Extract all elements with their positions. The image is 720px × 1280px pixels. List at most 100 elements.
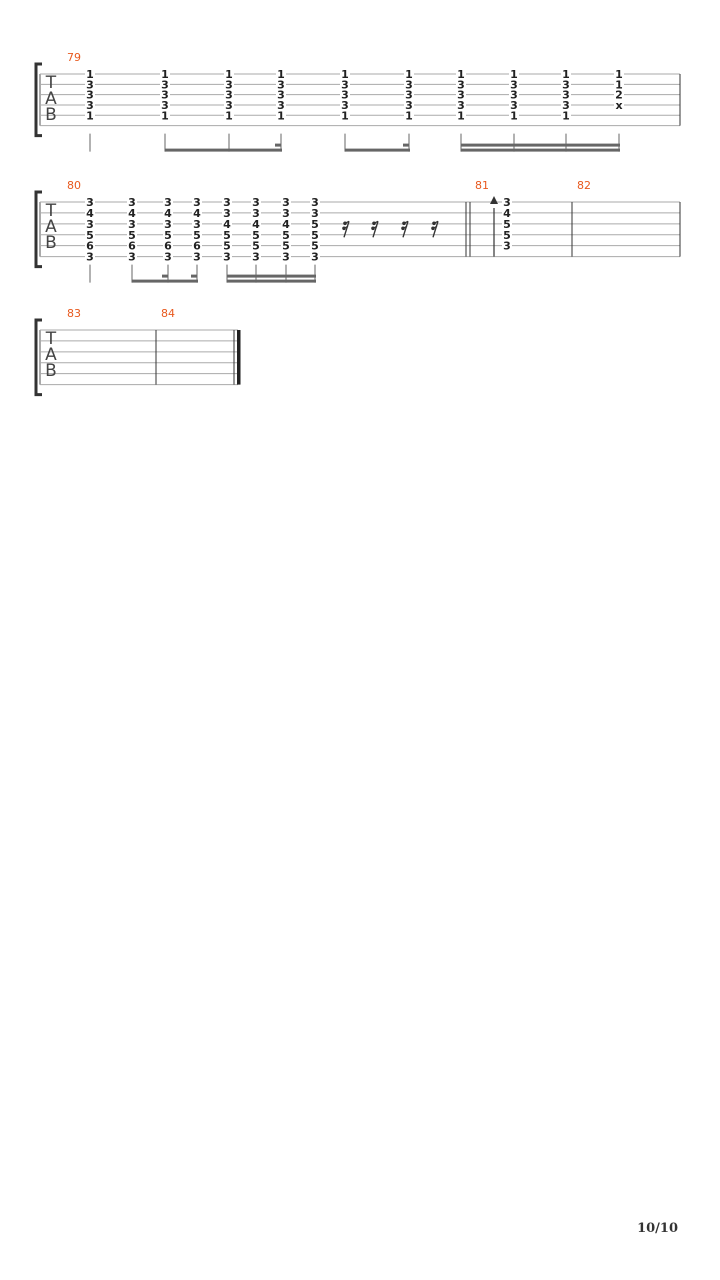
rest-flag-line <box>402 220 409 229</box>
fret-bg <box>222 229 232 240</box>
fret-number: 3 <box>405 78 413 91</box>
fret-bg <box>251 197 261 207</box>
fret-number: 3 <box>510 89 518 102</box>
fret-bg <box>160 99 170 110</box>
rest-stem <box>372 221 379 238</box>
fret-number: 3 <box>503 196 511 209</box>
fret-bg <box>251 207 261 218</box>
fret-bg <box>502 197 512 207</box>
fret-bg <box>502 229 512 240</box>
beam-primary <box>165 148 282 152</box>
fret-number: 3 <box>225 89 233 102</box>
tab-clef-letter: T <box>45 329 57 349</box>
fret-bg <box>404 99 414 110</box>
fret-bg <box>127 229 137 240</box>
fret-number: 3 <box>457 89 465 102</box>
fret-number: 3 <box>503 240 511 253</box>
fret-number: 3 <box>86 218 94 231</box>
fret-number: 1 <box>341 68 349 81</box>
fret-number: 1 <box>510 109 518 122</box>
fret-bg <box>222 197 232 207</box>
final-barline-thick <box>237 330 241 385</box>
fret-bg <box>160 89 170 100</box>
fret-number: 5 <box>128 229 136 242</box>
fret-number: 1 <box>341 109 349 122</box>
fret-bg <box>281 229 291 240</box>
fret-number: 5 <box>311 218 319 231</box>
tab-clef-letter: A <box>45 345 57 365</box>
fret-bg <box>224 110 234 121</box>
fret-number: 4 <box>86 207 94 220</box>
fret-bg <box>614 89 624 100</box>
system-bracket <box>34 190 42 269</box>
fret-bg <box>127 218 137 229</box>
fret-number: 3 <box>86 99 94 112</box>
tab-clef-letter: T <box>45 201 57 221</box>
fret-number: 5 <box>164 229 172 242</box>
fret-number: 3 <box>405 99 413 112</box>
beam-primary <box>227 279 316 283</box>
fret-number: 3 <box>282 196 290 209</box>
fret-number: 3 <box>193 251 201 264</box>
fret-bg <box>85 79 95 90</box>
fret-number: 3 <box>161 78 169 91</box>
fret-number: 3 <box>341 89 349 102</box>
beam-primary <box>461 148 620 152</box>
fret-bg <box>561 89 571 100</box>
system-bracket <box>34 62 42 138</box>
fret-bg <box>502 240 512 251</box>
fret-bg <box>251 218 261 229</box>
fret-bg <box>251 229 261 240</box>
fret-bg <box>281 240 291 251</box>
fret-number: 6 <box>86 240 94 253</box>
fret-number: 1 <box>615 68 623 81</box>
fret-number: 5 <box>86 229 94 242</box>
fret-number: 3 <box>252 207 260 220</box>
fret-number: 4 <box>164 207 172 220</box>
beam-primary <box>132 279 198 283</box>
fret-number: 3 <box>252 251 260 264</box>
fret-number: 1 <box>161 109 169 122</box>
fret-bg <box>281 251 291 262</box>
fret-bg <box>509 99 519 110</box>
fret-bg <box>456 69 466 79</box>
fret-number: 3 <box>282 251 290 264</box>
fret-number: 3 <box>562 78 570 91</box>
fret-bg <box>163 207 173 218</box>
fret-bg <box>340 79 350 90</box>
fret-bg <box>192 197 202 207</box>
fret-bg <box>340 69 350 79</box>
fret-number: 3 <box>225 99 233 112</box>
page-number: 10/10 <box>637 1221 678 1236</box>
fret-bg <box>192 229 202 240</box>
fret-bg <box>222 251 232 262</box>
fret-bg <box>404 79 414 90</box>
fret-bg <box>404 110 414 121</box>
fret-bg <box>509 89 519 100</box>
fret-number: 3 <box>164 196 172 209</box>
fret-bg <box>281 207 291 218</box>
fret-bg <box>222 218 232 229</box>
fret-bg <box>192 207 202 218</box>
fret-number: 4 <box>193 207 201 220</box>
fret-number: 1 <box>225 109 233 122</box>
fret-bg <box>404 89 414 100</box>
fret-number: 5 <box>311 229 319 242</box>
fret-number: 1 <box>86 109 94 122</box>
fret-number: 2 <box>615 89 623 102</box>
fret-number: 3 <box>86 251 94 264</box>
fret-number: 1 <box>615 78 623 91</box>
fret-number: 4 <box>223 218 231 231</box>
fret-number: 5 <box>252 240 260 253</box>
fret-bg <box>340 99 350 110</box>
beam-partial <box>162 274 168 278</box>
fret-bg <box>85 197 95 207</box>
fret-number: 3 <box>311 207 319 220</box>
fret-bg <box>310 207 320 218</box>
fret-number: 3 <box>311 196 319 209</box>
fret-number: 3 <box>457 99 465 112</box>
fret-bg <box>509 79 519 90</box>
fret-bg <box>561 110 571 121</box>
fret-number: 3 <box>86 89 94 102</box>
fret-number: 1 <box>457 109 465 122</box>
